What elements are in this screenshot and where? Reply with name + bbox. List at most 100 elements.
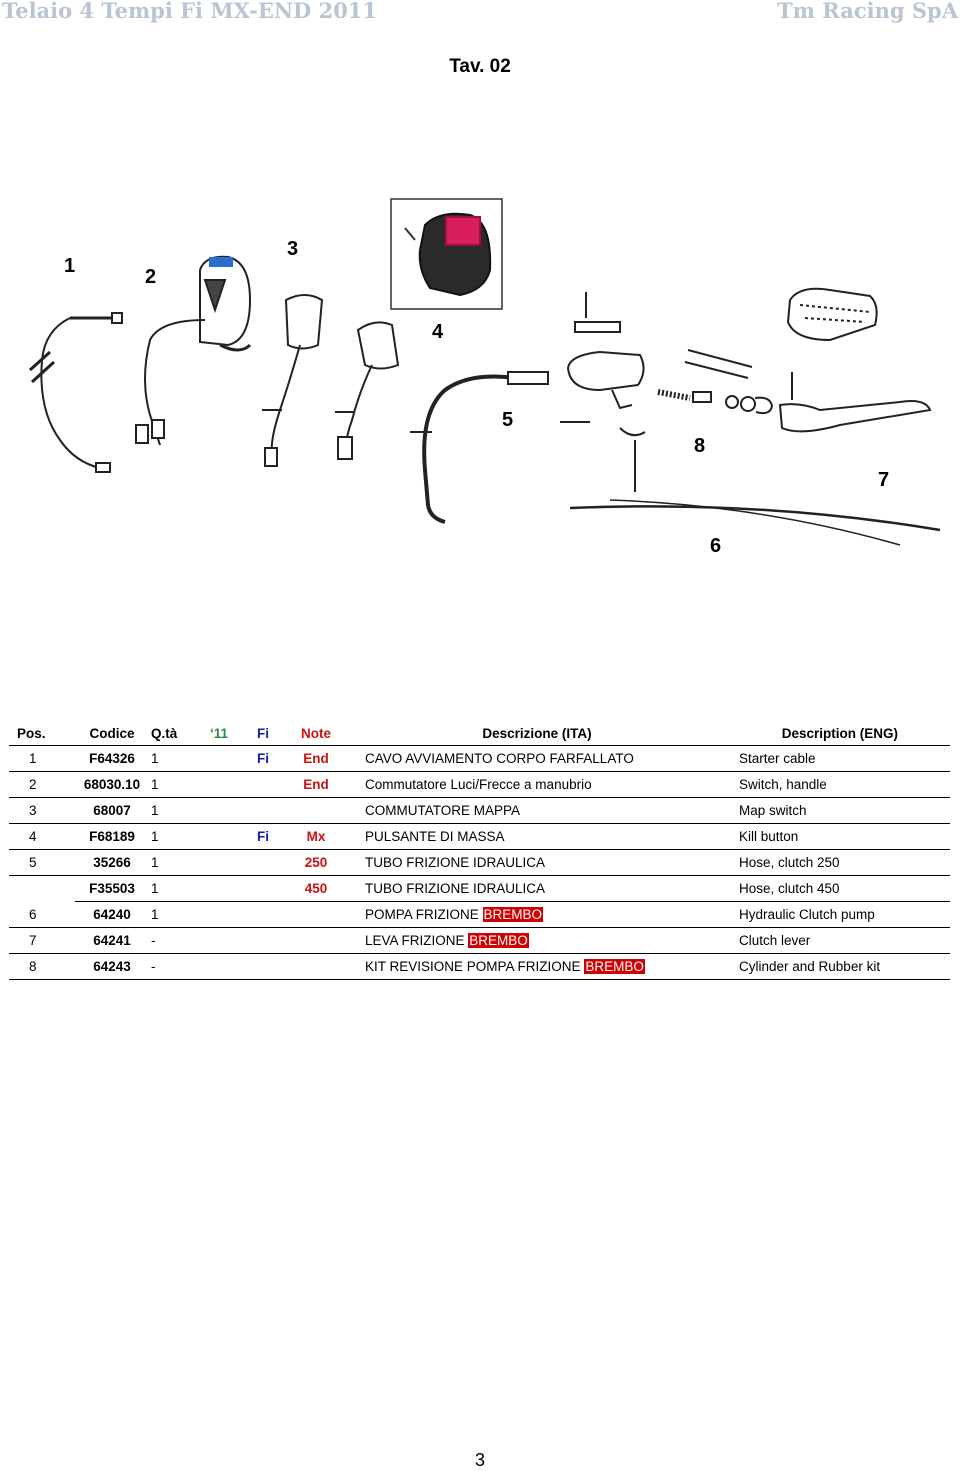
cell-codice: 64243 bbox=[75, 953, 149, 980]
cell-desc-eng: Clutch lever bbox=[729, 927, 950, 954]
cell-pos: 4 bbox=[9, 823, 75, 850]
cell-note: Mx bbox=[287, 823, 345, 850]
cell-codice: 35266 bbox=[75, 849, 149, 876]
cell-pos: 6 bbox=[9, 901, 75, 928]
desc-text: KIT REVISIONE POMPA FRIZIONE bbox=[365, 959, 581, 974]
cell-codice: 68030.10 bbox=[75, 771, 149, 798]
cell-pos: 5 bbox=[9, 849, 75, 876]
col-desc-eng-header: Description (ENG) bbox=[729, 722, 950, 746]
brand-badge: BREMBO bbox=[584, 959, 645, 974]
cell-fi bbox=[239, 875, 287, 902]
cell-pos bbox=[9, 876, 75, 902]
handle-switch-part bbox=[135, 255, 252, 446]
cell-year bbox=[199, 797, 239, 824]
cell-qta: - bbox=[149, 927, 199, 954]
callout-3: 3 bbox=[287, 238, 298, 260]
cell-pos: 3 bbox=[9, 797, 75, 824]
col-pos-header: Pos. bbox=[9, 722, 75, 746]
cell-desc-ita: KIT REVISIONE POMPA FRIZIONE BREMBO bbox=[345, 953, 729, 980]
cell-desc-eng: Hose, clutch 450 bbox=[729, 875, 950, 902]
cell-codice: F64326 bbox=[75, 745, 149, 772]
cell-desc-ita: POMPA FRIZIONE BREMBO bbox=[345, 901, 729, 928]
cell-desc-ita: TUBO FRIZIONE IDRAULICA bbox=[345, 875, 729, 902]
cell-desc-eng: Kill button bbox=[729, 823, 950, 850]
desc-text: POMPA FRIZIONE bbox=[365, 907, 479, 922]
cell-qta: 1 bbox=[149, 901, 199, 928]
cell-year bbox=[199, 927, 239, 954]
clutch-lever-part bbox=[778, 287, 932, 433]
cell-pos: 7 bbox=[9, 927, 75, 954]
cell-desc-eng: Cylinder and Rubber kit bbox=[729, 953, 950, 980]
col-desc-ita-header: Descrizione (ITA) bbox=[345, 722, 729, 746]
callout-4: 4 bbox=[432, 321, 444, 343]
cell-year bbox=[199, 745, 239, 772]
cell-fi bbox=[239, 771, 287, 798]
cell-desc-ita: Commutatore Luci/Frecce a manubrio bbox=[345, 771, 729, 798]
table-row: 2 68030.10 1 End Commutatore Luci/Frecce… bbox=[9, 771, 950, 798]
page-number: 3 bbox=[474, 1450, 485, 1470]
col-year-header: ‘11 bbox=[199, 722, 239, 746]
cell-qta: 1 bbox=[149, 745, 199, 772]
cell-desc-eng: Starter cable bbox=[729, 745, 950, 772]
cell-desc-ita: TUBO FRIZIONE IDRAULICA bbox=[345, 849, 729, 876]
cell-pos: 1 bbox=[9, 745, 75, 772]
desc-text: LEVA FRIZIONE bbox=[365, 933, 465, 948]
cell-note: 250 bbox=[287, 849, 345, 876]
cell-note bbox=[287, 901, 345, 928]
col-fi-header: Fi bbox=[239, 722, 287, 746]
cell-fi bbox=[239, 953, 287, 980]
cell-note: 450 bbox=[287, 875, 345, 902]
brand-badge: BREMBO bbox=[482, 907, 544, 922]
table-row: 6 64240 1 POMPA FRIZIONE BREMBO Hydrauli… bbox=[9, 901, 950, 928]
cell-note bbox=[287, 953, 345, 980]
cell-note: End bbox=[287, 771, 345, 798]
cell-desc-eng: Map switch bbox=[729, 797, 950, 824]
cell-desc-eng: Hydraulic Clutch pump bbox=[729, 901, 950, 928]
cell-codice: 64240 bbox=[75, 901, 149, 928]
callout-1: 1 bbox=[64, 255, 75, 277]
table-label: Tav. 02 bbox=[449, 56, 511, 77]
table-row: 5 35266 1 250 TUBO FRIZIONE IDRAULICA Ho… bbox=[9, 849, 950, 876]
cell-fi bbox=[239, 901, 287, 928]
cell-note bbox=[287, 797, 345, 824]
cell-fi bbox=[239, 927, 287, 954]
cell-year bbox=[199, 875, 239, 902]
cell-codice: 68007 bbox=[75, 797, 149, 824]
cell-codice: 64241 bbox=[75, 927, 149, 954]
starter-cable-part bbox=[28, 312, 123, 473]
cell-desc-ita: PULSANTE DI MASSA bbox=[345, 823, 729, 850]
brand-badge: BREMBO bbox=[468, 933, 529, 948]
cell-fi: Fi bbox=[239, 823, 287, 850]
cell-year bbox=[199, 771, 239, 798]
cell-pos: 8 bbox=[9, 953, 75, 980]
company-name: Tm Racing SpA bbox=[777, 0, 958, 23]
parts-table: Pos. Codice Q.tà ‘11 Fi Note Descrizione… bbox=[9, 722, 950, 980]
table-row: 3 68007 1 COMMUTATORE MAPPA Map switch bbox=[9, 797, 950, 824]
table-row: F35503 1 450 TUBO FRIZIONE IDRAULICA Hos… bbox=[9, 875, 950, 902]
cell-note: End bbox=[287, 745, 345, 772]
map-switch-part bbox=[262, 294, 324, 467]
cell-qta: 1 bbox=[149, 797, 199, 824]
cell-desc-ita: COMMUTATORE MAPPA bbox=[345, 797, 729, 824]
cell-codice: F35503 bbox=[75, 875, 149, 902]
cell-fi: Fi bbox=[239, 745, 287, 772]
kill-button-photo bbox=[404, 212, 492, 297]
table-row: 1 F64326 1 Fi End CAVO AVVIAMENTO CORPO … bbox=[9, 745, 950, 772]
col-qta-header: Q.tà bbox=[149, 722, 199, 746]
cell-desc-eng: Switch, handle bbox=[729, 771, 950, 798]
cell-fi bbox=[239, 797, 287, 824]
cell-desc-ita: LEVA FRIZIONE BREMBO bbox=[345, 927, 729, 954]
callout-5: 5 bbox=[502, 409, 513, 431]
cell-year bbox=[199, 901, 239, 928]
cell-qta: 1 bbox=[149, 771, 199, 798]
table-row: 4 F68189 1 Fi Mx PULSANTE DI MASSA Kill … bbox=[9, 823, 950, 850]
cell-qta: - bbox=[149, 953, 199, 980]
cell-qta: 1 bbox=[149, 875, 199, 902]
rebuild-kit-part bbox=[657, 389, 774, 415]
cell-qta: 1 bbox=[149, 849, 199, 876]
exploded-parts-diagram: 1 2 3 4 5 6 7 8 bbox=[28, 198, 941, 557]
cell-fi bbox=[239, 849, 287, 876]
kill-button-part bbox=[335, 321, 400, 460]
cell-year bbox=[199, 953, 239, 980]
cell-note bbox=[287, 927, 345, 954]
